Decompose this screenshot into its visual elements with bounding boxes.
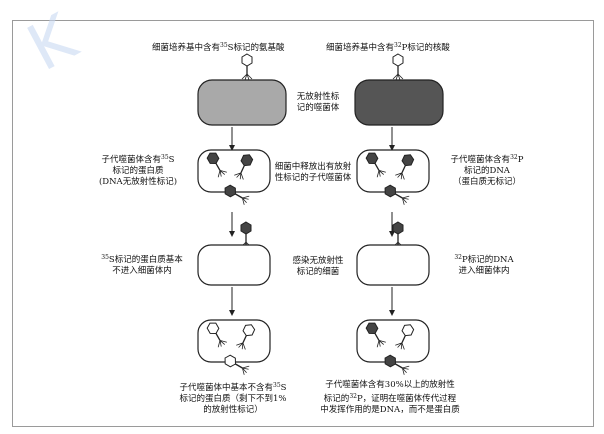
phage-icon xyxy=(392,53,404,81)
bacterium-unlabeled xyxy=(197,244,271,286)
right-step3-caption: 32P标记的DNA 进入细菌体内 xyxy=(454,254,514,276)
right-step2-caption: 子代噬菌体含有32P 标记的DNA （蛋白质无标记） xyxy=(450,154,524,187)
bacterium-labeled-dark xyxy=(354,79,444,126)
right-column xyxy=(354,53,444,376)
phage-icon xyxy=(240,221,252,249)
left-result-caption: 子代噬菌体中基本不含有35S 标记的蛋白质（剩下不到1% 的放射性标记） xyxy=(179,382,287,415)
right-result-caption: 子代噬菌体含有30%以上的放射性 标记的32P，证明在噬菌体传代过程 中发挥作用… xyxy=(320,380,460,415)
left-step3-caption: 35S标记的蛋白质基本 不进入细菌体内 xyxy=(101,254,183,276)
left-column xyxy=(197,53,287,376)
center-label-infect-unlabeled: 感染无放射性 标记的细菌 xyxy=(292,256,344,277)
left-title: 细菌培养基中含有35S标记的氨基酸 xyxy=(152,42,285,53)
bacterium-unlabeled xyxy=(356,244,430,286)
left-step2-caption: 子代噬菌体含有35S 标记的蛋白质 (DNA无放射性标记) xyxy=(98,154,178,187)
bacterium-labeled-light xyxy=(197,79,287,126)
phage-icon xyxy=(392,221,404,249)
phage-icon xyxy=(241,53,253,81)
center-label-released-progeny: 细菌中释放出有放射 性标记的子代噬菌体 xyxy=(274,162,352,183)
diagram-frame xyxy=(12,20,594,427)
right-title: 细菌培养基中含有32P标记的核酸 xyxy=(326,42,450,53)
center-label-unlabeled-phage: 无放射性标 记的噬菌体 xyxy=(296,92,340,113)
